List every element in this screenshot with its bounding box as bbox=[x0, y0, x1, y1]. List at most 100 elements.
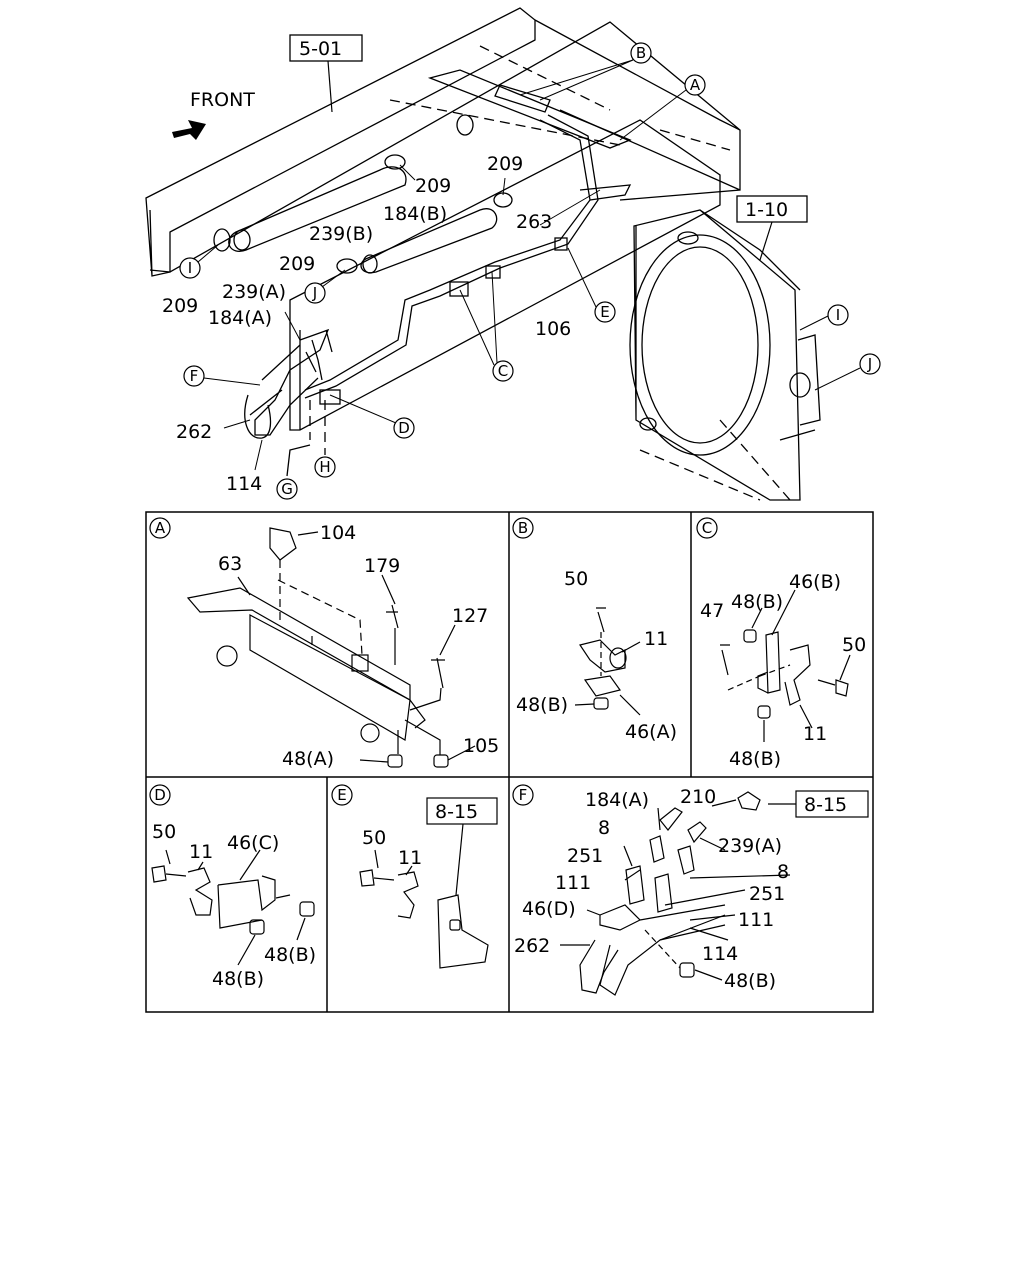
part-label: 179 bbox=[364, 555, 400, 577]
callout-circle bbox=[183, 365, 205, 387]
callout-d: D bbox=[398, 419, 410, 437]
callout-letters: B A I J E C D H G F I J bbox=[188, 44, 872, 498]
panel-f-drawing bbox=[560, 790, 869, 996]
part-label: 184(B) bbox=[383, 203, 447, 225]
frame-rail bbox=[145, 7, 536, 277]
part-label: 11 bbox=[398, 847, 422, 869]
callout-circle bbox=[859, 353, 881, 375]
panel-b-tag: B bbox=[518, 519, 528, 537]
part-label: 111 bbox=[738, 909, 774, 931]
part-label: 50 bbox=[362, 827, 386, 849]
radiator-fan-shroud bbox=[629, 234, 771, 456]
cooler-port bbox=[216, 645, 238, 667]
part-label: 104 bbox=[320, 522, 356, 544]
panel-c-labels: 46(B) 48(B) 47 50 11 48(B) bbox=[700, 571, 866, 770]
panel-b-drawing bbox=[574, 607, 641, 716]
cooler-pipe bbox=[304, 114, 599, 399]
part-label: 50 bbox=[564, 568, 588, 590]
hose-clamp bbox=[336, 258, 358, 274]
hose-end bbox=[362, 254, 378, 274]
callout-circle bbox=[630, 42, 652, 64]
part-label: 111 bbox=[555, 872, 591, 894]
callout-i: I bbox=[836, 306, 840, 324]
panel-tags bbox=[149, 517, 718, 806]
part-label: 105 bbox=[463, 735, 499, 757]
radiator-outlet bbox=[639, 417, 657, 431]
part-label: 106 bbox=[535, 318, 571, 340]
part-label: 239(A) bbox=[222, 281, 286, 303]
panel-e-drawing bbox=[359, 797, 498, 969]
panel-b-labels: 50 11 48(B) 46(A) bbox=[516, 568, 677, 743]
panel-d-tag: D bbox=[154, 786, 166, 804]
callout-e: E bbox=[600, 303, 609, 321]
part-label: 48(A) bbox=[282, 748, 334, 770]
ref-box: 5-01 bbox=[289, 34, 363, 113]
part-label: 48(B) bbox=[264, 944, 316, 966]
svg-text:1-10: 1-10 bbox=[745, 199, 788, 221]
pipe-bracket bbox=[449, 281, 469, 297]
part-label: 46(D) bbox=[522, 898, 576, 920]
callout-j: J bbox=[312, 284, 317, 302]
hose-clamp bbox=[493, 192, 513, 208]
main-assembly bbox=[145, 7, 791, 501]
part-label: 48(B) bbox=[516, 694, 568, 716]
clamp-ring bbox=[609, 647, 627, 669]
cooler-port bbox=[360, 723, 380, 743]
front-label: FRONT bbox=[190, 89, 255, 111]
callout-markers bbox=[179, 42, 881, 500]
callout-circle bbox=[314, 456, 336, 478]
main-labels: 209 209 209 209 239(B) 184(B) 263 239(A)… bbox=[162, 153, 571, 495]
part-label: 46(A) bbox=[625, 721, 677, 743]
oil-cooler bbox=[427, 69, 632, 201]
ref-box-label: 8-15 bbox=[435, 801, 478, 823]
part-label: 262 bbox=[514, 935, 550, 957]
hose-clamp bbox=[213, 228, 231, 252]
hose-184b bbox=[360, 208, 498, 274]
panel-a-labels: 104 63 179 127 48(A) 105 bbox=[218, 522, 499, 770]
pipe-bracket bbox=[485, 265, 501, 279]
panel-e-labels: 50 11 bbox=[362, 827, 422, 869]
part-label: 251 bbox=[749, 883, 785, 905]
part-label: 209 bbox=[415, 175, 451, 197]
callout-circle bbox=[827, 304, 849, 326]
part-label: 48(B) bbox=[729, 748, 781, 770]
ref-box: 1-10 bbox=[736, 195, 808, 261]
front-arrow-icon bbox=[172, 120, 206, 140]
part-label: 209 bbox=[487, 153, 523, 175]
callout-circle bbox=[684, 74, 706, 96]
part-label: 114 bbox=[226, 473, 262, 495]
outlet-pipe bbox=[456, 114, 474, 136]
panel-c-tag: C bbox=[702, 519, 712, 537]
callout-circle bbox=[492, 360, 514, 382]
callout-circle bbox=[594, 301, 616, 323]
part-label: 48(B) bbox=[724, 970, 776, 992]
part-label: 127 bbox=[452, 605, 488, 627]
part-label: 46(C) bbox=[227, 832, 279, 854]
part-label: 48(B) bbox=[212, 968, 264, 990]
part-label: 262 bbox=[176, 421, 212, 443]
part-label: 63 bbox=[218, 553, 242, 575]
part-label: 184(A) bbox=[208, 307, 272, 329]
dashed-line bbox=[309, 400, 326, 455]
panel-f-labels: 184(A) 210 8 239(A) 251 8 111 251 46(D) … bbox=[514, 786, 789, 992]
panel-d-labels: 50 11 46(C) 48(B) 48(B) bbox=[152, 821, 316, 990]
frame-lower-rail bbox=[289, 119, 721, 431]
part-label: 50 bbox=[842, 634, 866, 656]
panel-c-drawing bbox=[720, 589, 851, 742]
svg-text:5-01: 5-01 bbox=[299, 38, 342, 60]
panel-f-tag: F bbox=[519, 786, 528, 804]
panel-a-drawing bbox=[186, 527, 476, 768]
callout-j: J bbox=[867, 355, 872, 373]
panel-a-tag: A bbox=[155, 519, 166, 537]
part-label: 210 bbox=[680, 786, 716, 808]
radiator-fan-shroud bbox=[641, 246, 759, 444]
pipe-bracket bbox=[554, 237, 568, 251]
hose-loop-262 bbox=[244, 394, 272, 439]
part-label: 11 bbox=[803, 723, 827, 745]
detail-panels-frame bbox=[145, 511, 874, 1013]
hose-end bbox=[233, 229, 251, 251]
leader bbox=[286, 444, 311, 477]
callout-circle bbox=[179, 257, 201, 279]
radiator-cap bbox=[677, 231, 699, 245]
